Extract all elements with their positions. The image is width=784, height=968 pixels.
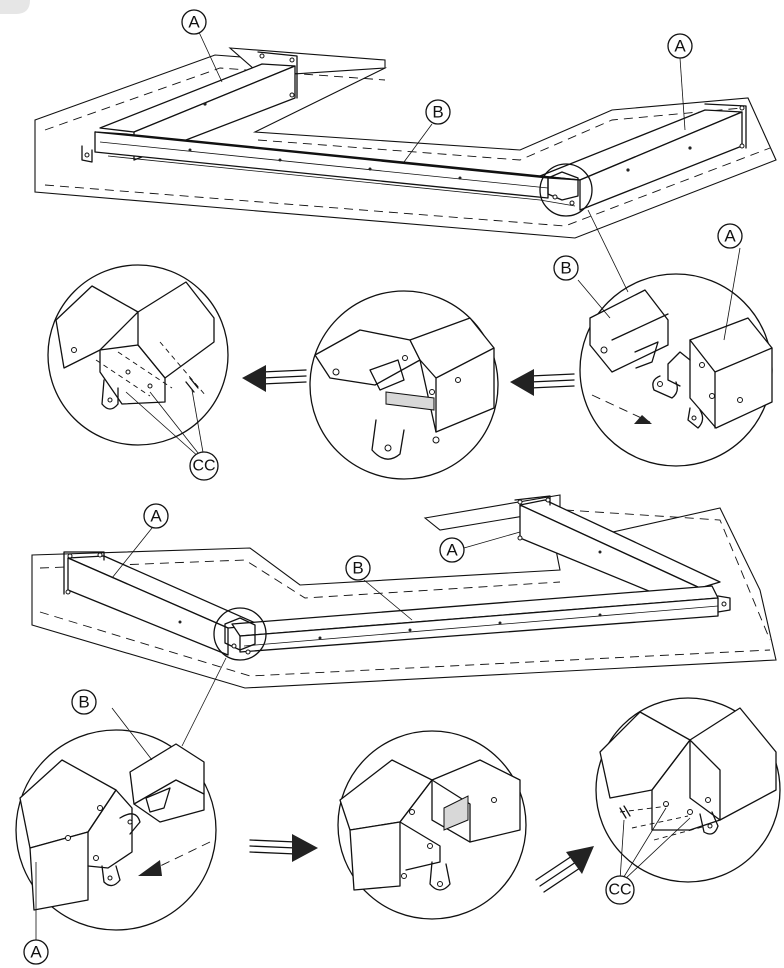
floor-dash-lines: [44, 67, 771, 227]
bottom-left-rail-b: [129, 743, 205, 823]
detail-circle-bottom-left: [15, 729, 217, 931]
label-a-bottom-right: A: [446, 541, 458, 560]
arrow-left-top: [510, 369, 575, 396]
left-rail-a: [137, 281, 215, 379]
screw-left-top: [185, 377, 199, 393]
label-b-top: B: [432, 103, 443, 122]
detail-circle-middle: [309, 290, 499, 480]
label-cc-bottom-circle: [605, 875, 635, 905]
label-a-top-right-circle: [667, 33, 693, 59]
label-b-top-circle: [425, 99, 451, 125]
arrow-left-middle: [242, 365, 307, 392]
bottom-mid-rail-a-top: [339, 759, 433, 831]
label-b-bottom-circle: [345, 555, 371, 581]
detail-bracket: [667, 351, 691, 387]
left-rail-b: [55, 285, 139, 369]
detail-circle-left: [47, 264, 229, 446]
label-b-bottom-detail-circle: [71, 689, 97, 715]
top-detail-row: A B: [47, 223, 773, 481]
arrow-head-bottom-small: [138, 860, 162, 876]
rail-a-left-end: [257, 51, 298, 99]
top-overview: A A B: [34, 9, 777, 293]
rail-a-bottom-left-side: [67, 557, 229, 656]
rail-b-end-bracket: [81, 145, 93, 163]
label-b-detail-right: B: [560, 259, 571, 278]
label-a-detail-right-circle: [717, 223, 743, 249]
label-b-detail-right-circle: [553, 255, 579, 281]
rail-b-edges: [99, 141, 576, 207]
detail-leader-top: [587, 209, 629, 293]
floor-dash-bottom: [39, 509, 771, 677]
detail-circle-bottom-right: [595, 697, 781, 883]
rail-b-bottom-front: [239, 597, 719, 653]
detail-rail-b: [589, 289, 669, 373]
screw-right-bottom: [619, 805, 631, 819]
arrow-diagonal-bottom: [535, 846, 594, 893]
label-cc-bottom: CC: [608, 882, 631, 899]
label-a-detail-right: A: [724, 227, 736, 246]
detail-rail-a: [689, 317, 773, 429]
bottom-right-rail-b: [689, 707, 777, 821]
label-b-bottom-detail: B: [78, 693, 89, 712]
detail-circle-top: [539, 163, 593, 217]
label-a-bottom-right-circle: [439, 537, 465, 563]
bottom-overview: A A B: [31, 494, 777, 747]
rail-a-right-end: [704, 103, 747, 149]
label-cc-top: CC: [192, 458, 215, 475]
label-a-top-left-circle: [181, 9, 207, 35]
label-a-bottom-detail: A: [30, 943, 42, 962]
label-b-bottom: B: [352, 559, 363, 578]
label-a-top-right: A: [674, 37, 686, 56]
label-a-bottom-left: A: [150, 507, 162, 526]
label-a-top-left: A: [188, 13, 200, 32]
bottom-right-rail-a: [599, 711, 691, 799]
bottom-detail-row: B A: [15, 689, 781, 965]
middle-rail-a: [409, 317, 495, 433]
detail-leader-bottom: [181, 657, 227, 747]
bottom-mid-rail-a-side: [349, 821, 401, 891]
label-cc-top-circle: [189, 451, 219, 481]
detail-circle-bottom: [213, 607, 267, 661]
page-corner-tab: [0, 0, 30, 14]
detail-circle-bottom-middle: [337, 730, 527, 920]
arrow-head-small: [634, 415, 652, 424]
label-a-bottom-detail-circle: [23, 939, 49, 965]
label-a-bottom-left-circle: [143, 503, 169, 529]
arrow-right-bottom: [249, 834, 318, 862]
